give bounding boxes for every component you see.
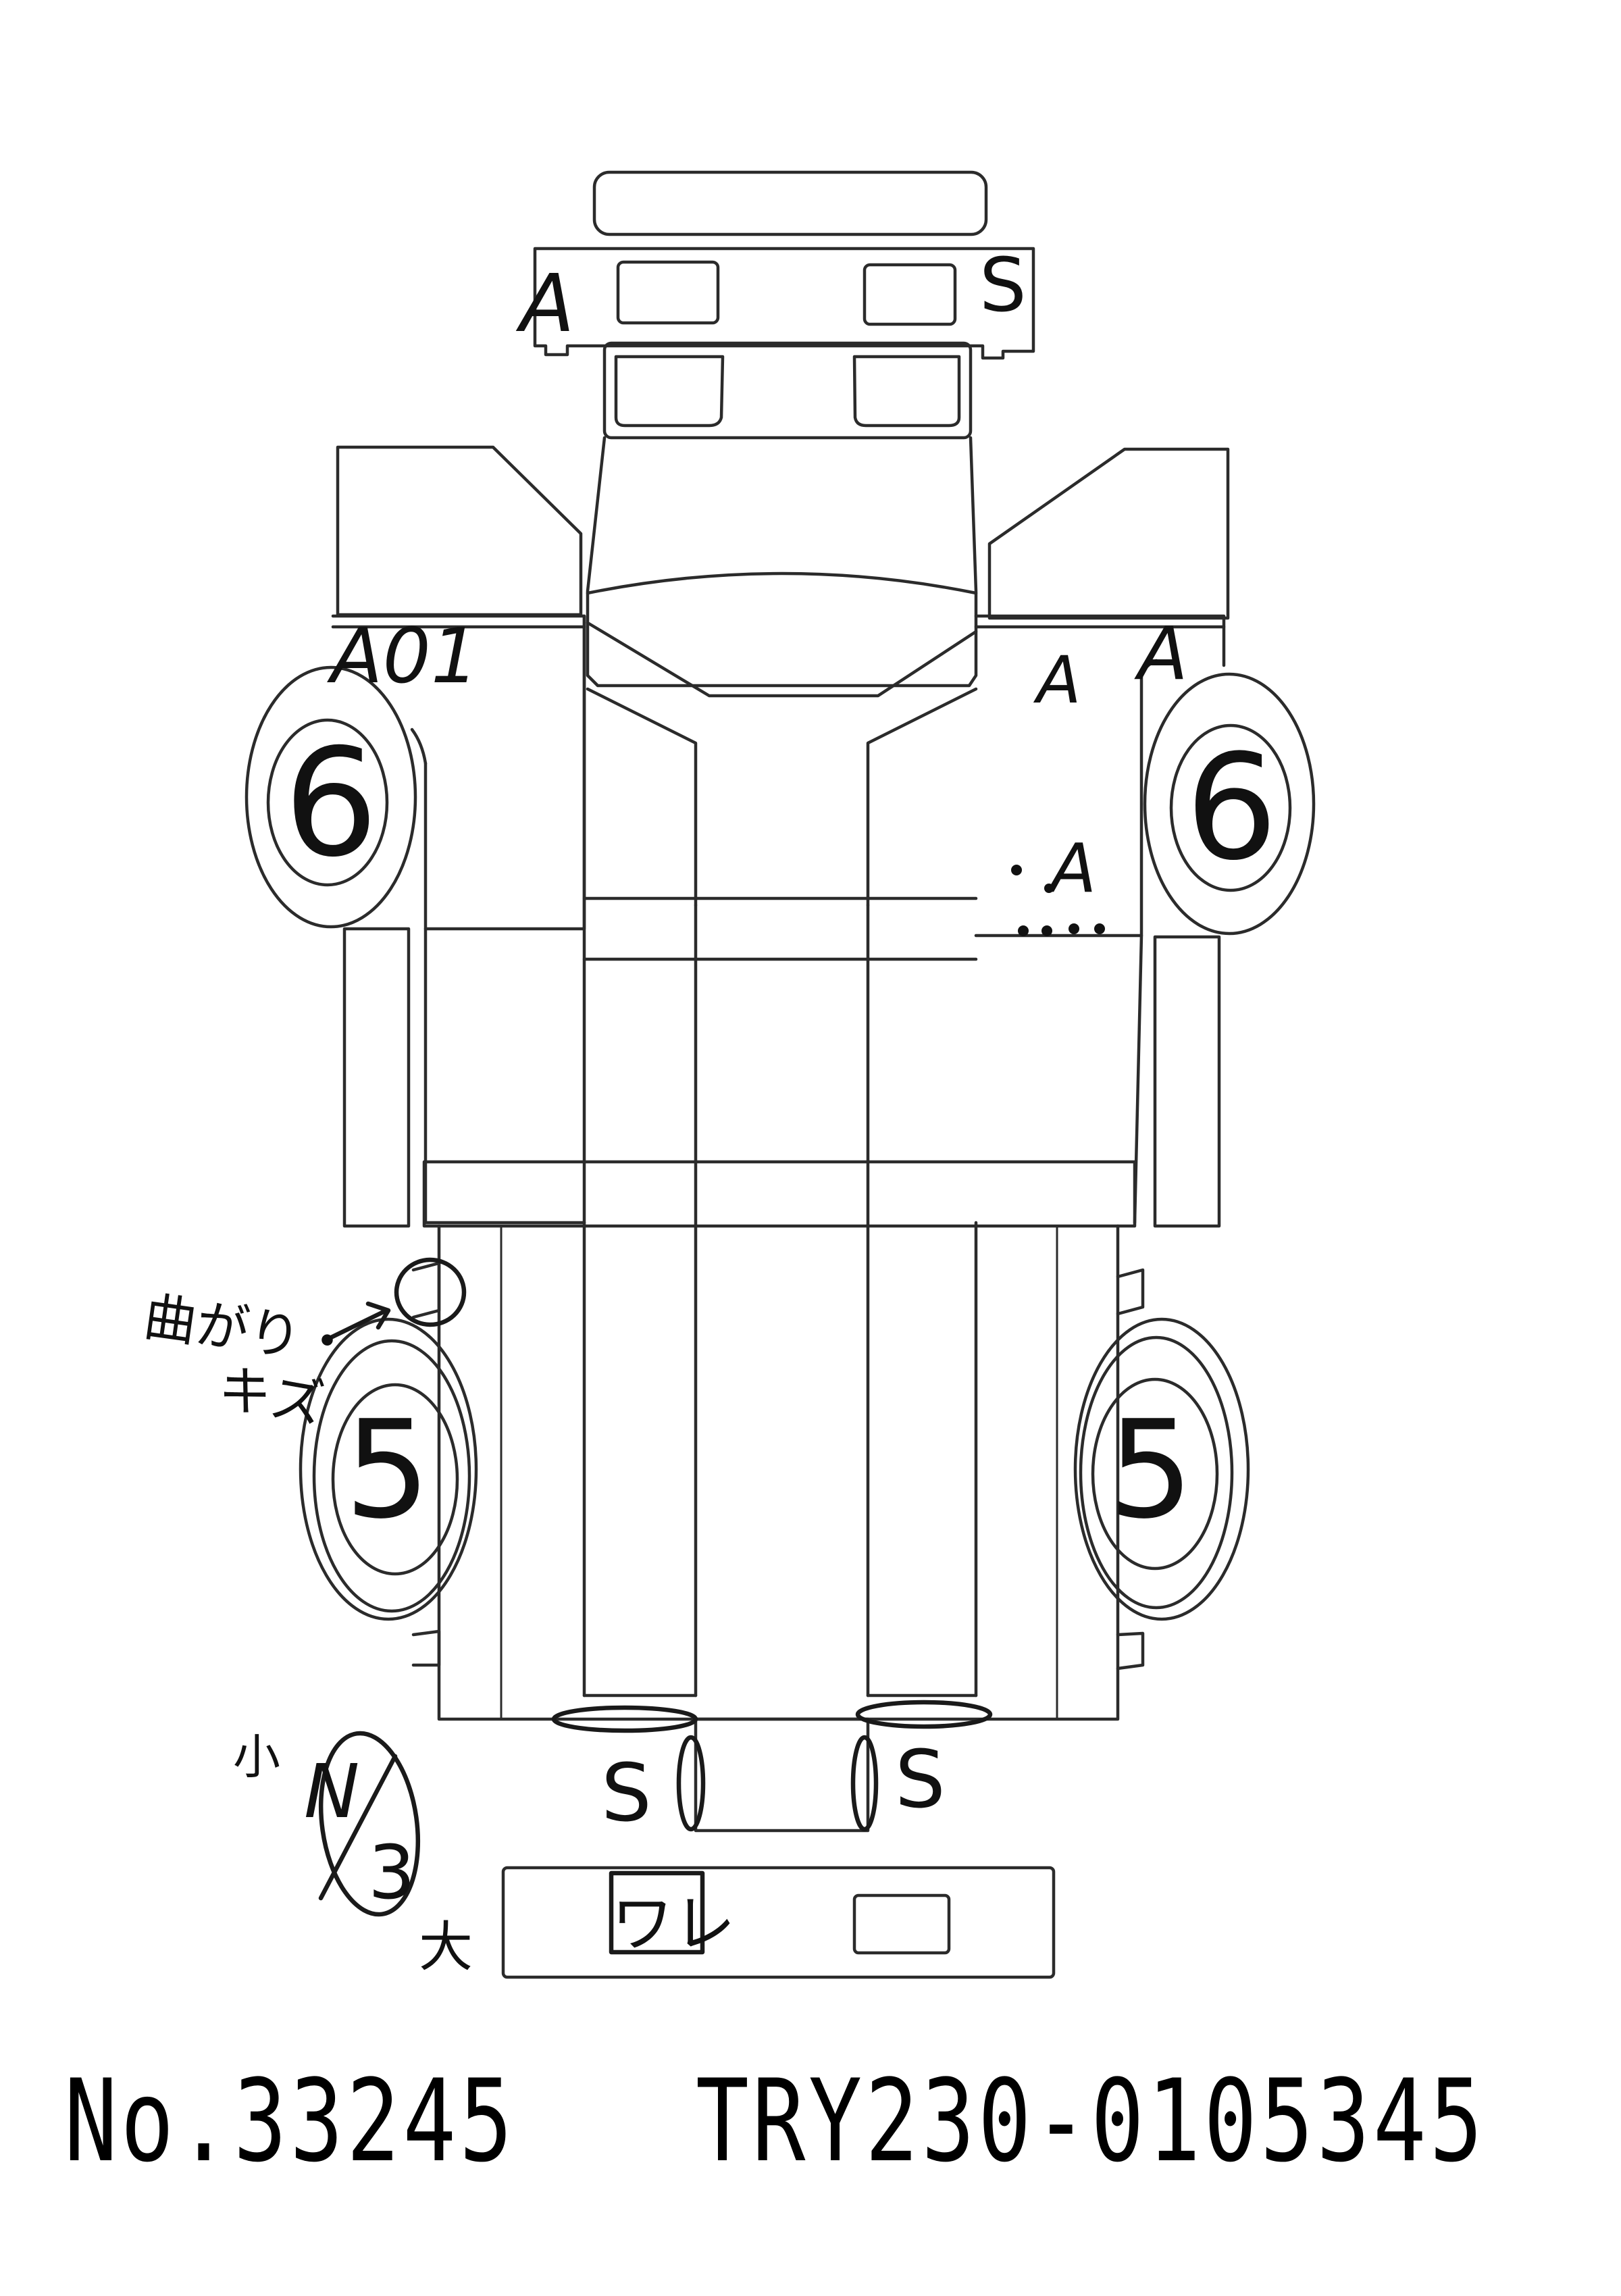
rear-bumper xyxy=(501,1866,1056,1979)
mark-right-front-tire: 6 xyxy=(1185,723,1278,892)
side-steps xyxy=(342,927,1221,1228)
model-code: TRY230-0105345 xyxy=(696,2055,1487,2187)
mark-right-front-door: A xyxy=(1046,829,1096,908)
rear-hitch xyxy=(694,1717,870,1833)
mark-right-fender-a: A xyxy=(1033,642,1081,718)
mark-spare-small-label: 小 xyxy=(233,1729,280,1785)
cab xyxy=(586,436,978,907)
mirrors xyxy=(336,445,1230,620)
mark-rear-left-small: S xyxy=(601,1746,652,1839)
grille xyxy=(602,341,973,440)
mark-spare-tire-top: N xyxy=(304,1748,359,1835)
mark-right-fender-b: A xyxy=(1134,612,1188,696)
mark-right-rear-tire: 5 xyxy=(1108,1392,1193,1549)
mark-spare-tire-bottom: 3 xyxy=(368,1829,415,1916)
damage-circles xyxy=(318,865,1105,1955)
mark-left-rear-tire: 5 xyxy=(344,1392,430,1549)
left-rear-wheel xyxy=(299,1317,478,1621)
right-rear-wheel xyxy=(1073,1317,1250,1621)
front-bumper xyxy=(533,170,1035,360)
mark-left-front-tire: 6 xyxy=(284,717,378,890)
mark-spare-large-label: 大 xyxy=(419,1916,473,1979)
right-body xyxy=(974,614,1226,1225)
document-number: No.33245 xyxy=(64,2055,516,2187)
mark-front-bumper-right: S xyxy=(979,242,1027,328)
mark-rear-bumper-note: ワレ xyxy=(611,1888,736,1960)
mark-rear-right-small: S xyxy=(895,1733,946,1826)
left-front-wheel xyxy=(245,665,417,929)
left-body xyxy=(331,614,978,1225)
right-front-wheel xyxy=(1143,672,1316,936)
mark-left-front-fender: A01 xyxy=(327,613,479,700)
cab-rear-bar xyxy=(422,1160,1137,1228)
bed xyxy=(411,903,1145,1721)
mark-front-bumper-left: A xyxy=(515,257,575,350)
